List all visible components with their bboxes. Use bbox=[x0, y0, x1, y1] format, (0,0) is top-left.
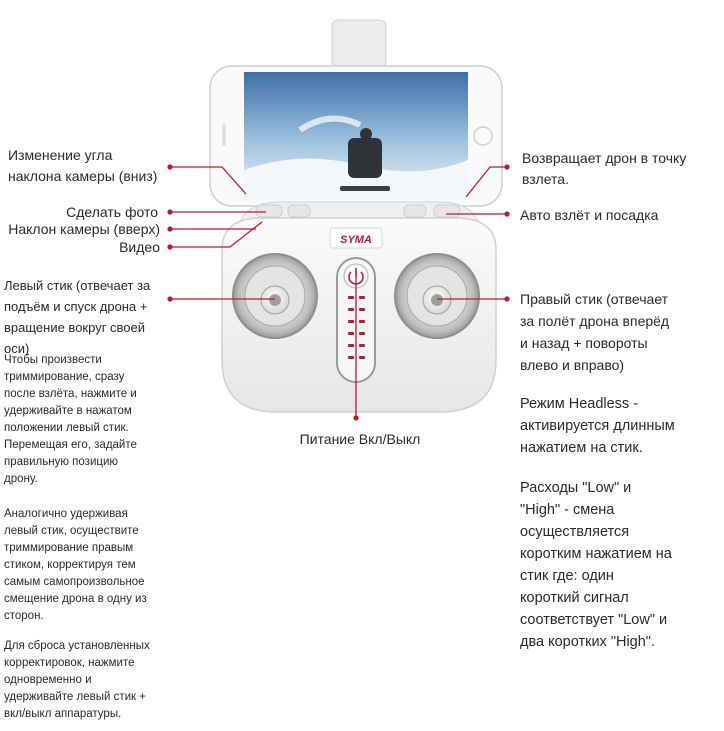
label-camera-tilt-down: Изменение угла наклона камеры (вниз) bbox=[8, 147, 158, 184]
note-rates: Расходы "Low" и "High" - смена осуществл… bbox=[520, 480, 672, 650]
note-headless: Режим Headless - активируется длинным на… bbox=[520, 396, 675, 456]
callout-dots bbox=[167, 164, 510, 421]
label-power: Питание Вкл/Выкл bbox=[299, 431, 421, 447]
shoulder-button-left[interactable] bbox=[255, 204, 283, 218]
label-left-stick: Левый стик (отвечает за подъём и спуск д… bbox=[4, 278, 151, 356]
shoulder-button-right-inner[interactable] bbox=[403, 204, 427, 218]
syma-logo: SYMA bbox=[340, 234, 372, 246]
label-return-home: Возвращает дрон в точку взлета. bbox=[522, 150, 687, 187]
note-reset: Для сброса установленных корректировок, … bbox=[4, 640, 150, 720]
label-auto-takeoff: Авто взлёт и посадка bbox=[520, 207, 659, 223]
smartphone bbox=[209, 65, 503, 207]
left-stick[interactable] bbox=[232, 253, 318, 339]
phone-clamp bbox=[331, 19, 387, 69]
battery-led-indicators bbox=[348, 296, 365, 359]
label-photo: Сделать фото bbox=[66, 204, 158, 220]
label-camera-tilt-up: Наклон камеры (вверх) bbox=[8, 221, 160, 237]
syma-logo-badge bbox=[329, 227, 383, 249]
note-trim-left: Чтобы произвести триммирование, сразу по… bbox=[4, 354, 137, 485]
callout-lines bbox=[172, 166, 505, 418]
shoulder-button-right[interactable] bbox=[433, 204, 461, 218]
note-trim-right: Аналогично удерживая левый стик, осущест… bbox=[4, 508, 147, 622]
right-stick[interactable] bbox=[394, 253, 480, 339]
label-video: Видео bbox=[119, 239, 160, 255]
label-right-stick: Правый стик (отвечает за полёт дрона впе… bbox=[520, 291, 670, 373]
shoulder-button-left-inner[interactable] bbox=[287, 204, 311, 218]
